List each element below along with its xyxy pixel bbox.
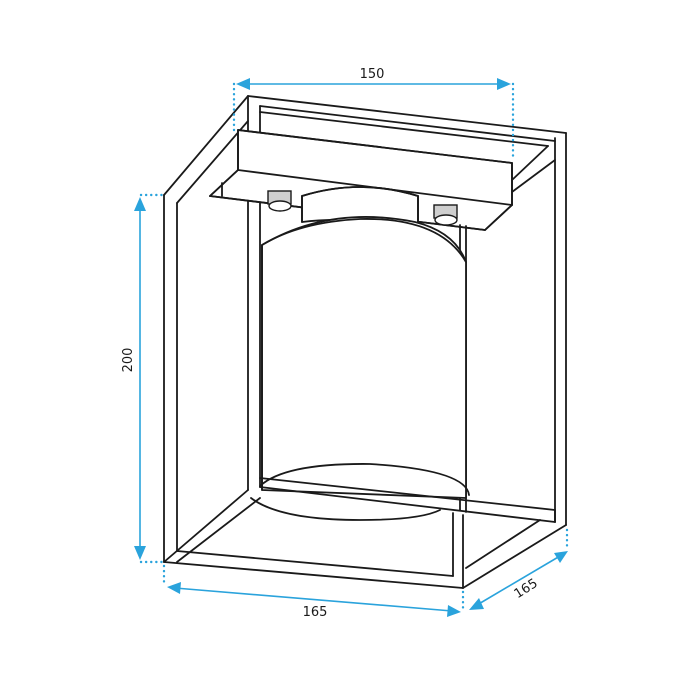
bottom-width-label: 165 (303, 605, 328, 620)
dimension-height: 200 (121, 193, 166, 564)
lamp-frame-drawing (163, 95, 567, 589)
depth-label: 165 (512, 576, 541, 602)
dimension-top-width: 150 (232, 67, 515, 162)
dimension-depth: 165 (469, 528, 569, 610)
dimension-bottom-width: 165 (162, 564, 465, 620)
top-width-label: 150 (360, 67, 385, 82)
height-label: 200 (121, 348, 136, 373)
mounting-screws (267, 190, 458, 226)
